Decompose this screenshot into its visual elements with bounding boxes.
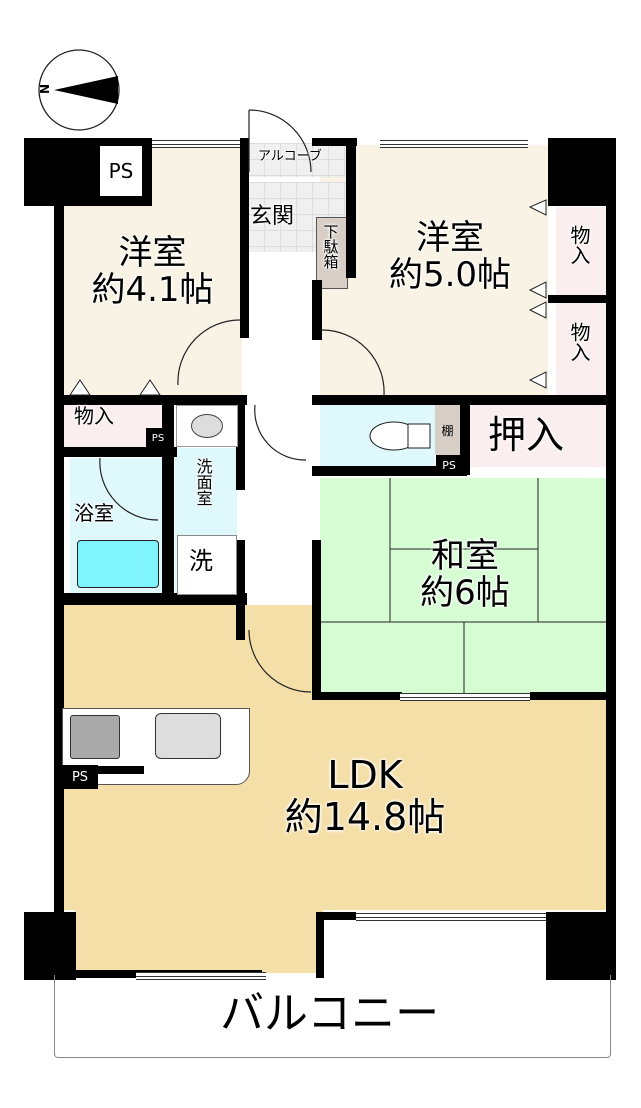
compass: N <box>38 48 122 132</box>
sink-icon <box>155 713 221 759</box>
shoe-box <box>316 217 348 289</box>
pipe-space: PS <box>146 428 170 448</box>
window <box>356 913 546 921</box>
pipe-space: PS <box>100 146 142 196</box>
washer-label: 洗 <box>189 547 213 575</box>
closet <box>470 405 607 467</box>
entrance-label: 玄関 <box>250 204 295 229</box>
western-room-1 <box>62 205 242 395</box>
pipe-space: PS <box>436 455 462 475</box>
shelf: 棚 <box>435 405 460 455</box>
stove-icon <box>70 715 120 759</box>
pipe-space: PS <box>62 765 98 789</box>
alcove <box>248 143 346 177</box>
storage-1-label: 物入 <box>74 404 114 428</box>
closet-label: 押入 <box>488 413 565 457</box>
storage-3 <box>556 303 606 395</box>
window <box>400 693 530 701</box>
washbasin-icon <box>176 405 238 447</box>
window <box>380 140 528 148</box>
western-room-2-label: 洋室約5.0帖 <box>388 218 512 296</box>
storage-2-label: 物入 <box>567 225 591 265</box>
storage-3-label: 物入 <box>567 322 591 362</box>
bathroom-label: 浴室 <box>74 501 114 525</box>
japanese-room-label: 和室約6帖 <box>420 536 510 614</box>
western-room-1-label: 洋室約4.1帖 <box>91 233 214 311</box>
window <box>152 140 240 148</box>
washer-space <box>177 535 237 595</box>
storage-1 <box>62 402 162 447</box>
balcony-label: バルコニー <box>220 988 440 1039</box>
compass-icon <box>38 49 120 131</box>
window <box>136 972 266 980</box>
washroom-label: 洗面室 <box>193 458 213 506</box>
toilet-icon <box>369 421 431 451</box>
shoe-box-label: 下駄箱 <box>321 224 340 269</box>
bathtub-icon <box>77 540 159 588</box>
alcove-label: アルコーブ <box>258 149 322 164</box>
storage-2 <box>556 207 606 295</box>
balcony-area <box>54 975 611 1058</box>
western-room-2 <box>320 145 548 400</box>
